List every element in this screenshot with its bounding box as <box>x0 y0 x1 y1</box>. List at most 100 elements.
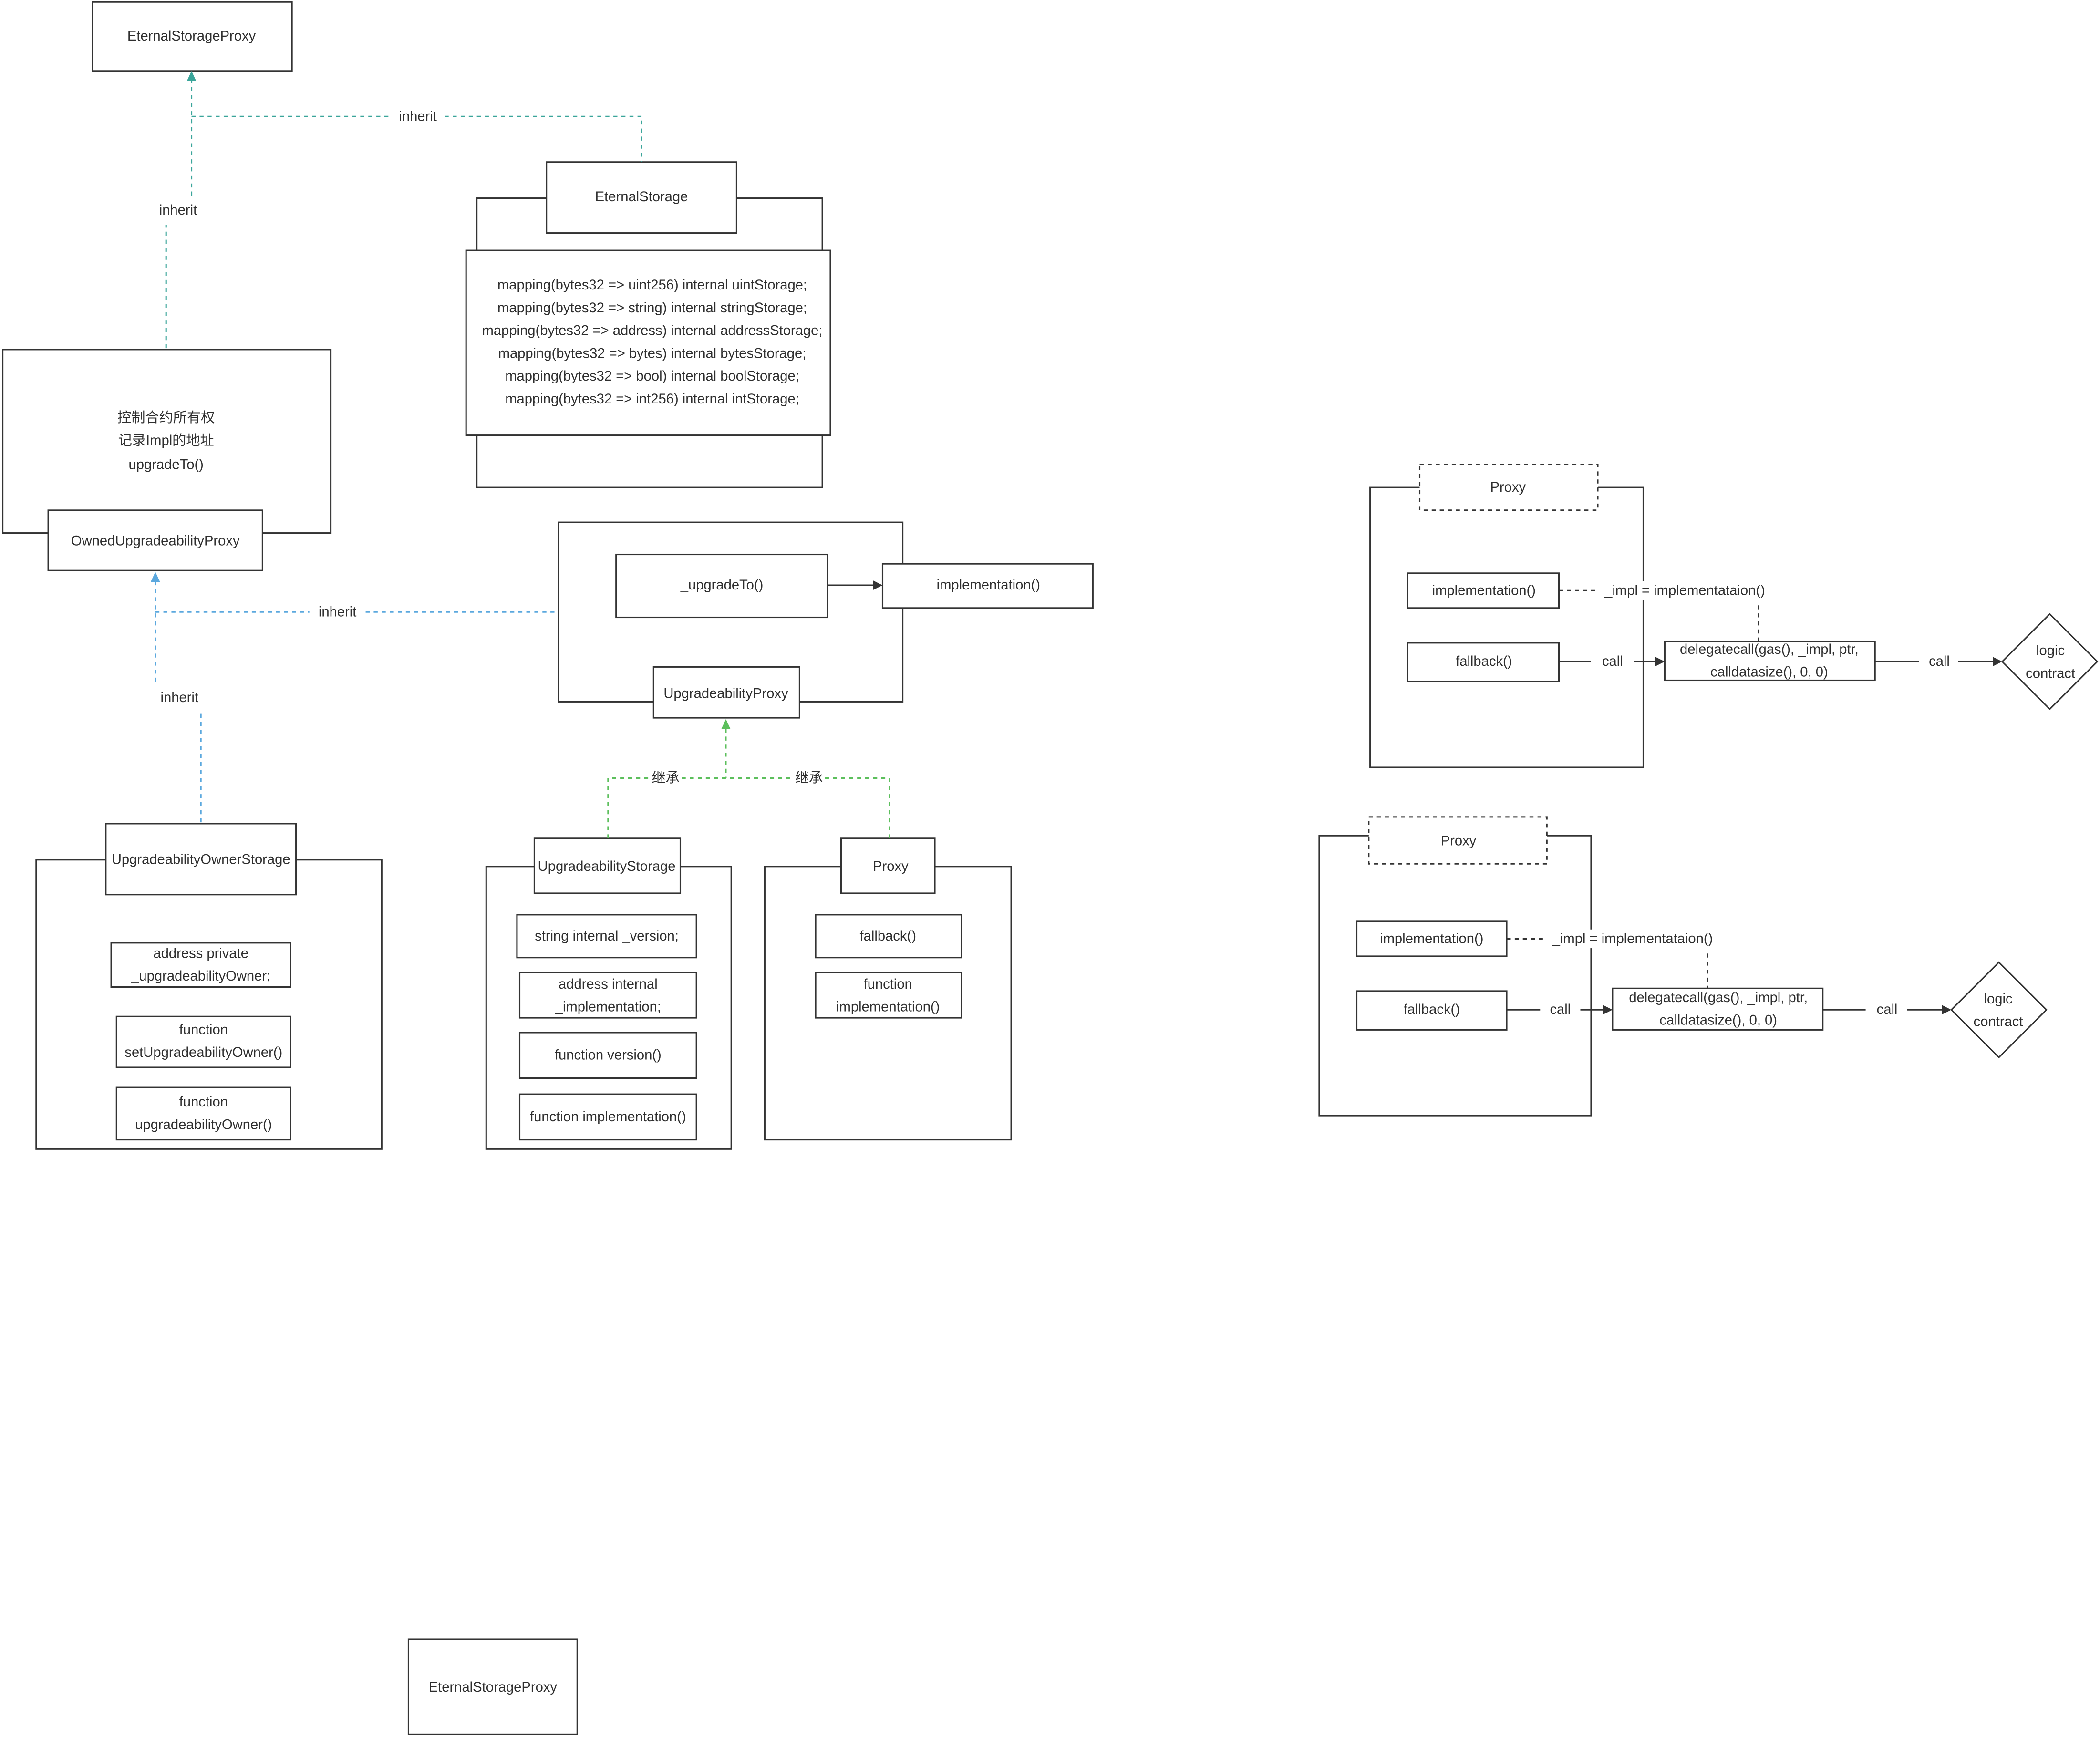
eternal-storage-mapping: mapping(bytes32 => string) internal stri… <box>497 300 807 316</box>
call-flow-implementation-label: implementation() <box>1380 931 1483 946</box>
call-arrowheads <box>873 580 2003 1015</box>
label-background <box>1547 929 1718 949</box>
upgradeability-storage-member-text: function version() <box>555 1048 662 1063</box>
owner-storage-member-box <box>115 1015 291 1068</box>
eternal-storage-mapping: mapping(bytes32 => int256) internal intS… <box>505 392 799 407</box>
owner-storage-member-text: setUpgradeabilityOwner() <box>124 1045 282 1060</box>
logic-contract-label: contract <box>2026 666 2075 681</box>
owner-storage-member-text: function <box>179 1022 228 1037</box>
inherit-label: inherit <box>159 203 197 218</box>
label-backgrounds <box>1547 581 1771 949</box>
owned-proxy-note: upgradeTo() <box>129 457 204 472</box>
jicheng-label: 继承 <box>795 770 823 786</box>
implementation-box <box>881 563 1094 609</box>
upgradeability-owner-storage-title-box <box>105 823 297 896</box>
logic-contract-label: contract <box>1974 1014 2023 1030</box>
eternal-storage-proxy-bottom-title: EternalStorageProxy <box>429 1680 558 1695</box>
call-flow-logic-contract-diamond <box>1950 961 2048 1059</box>
call-flow-impl-assignment-label: _impl = implementataion() <box>1552 931 1713 946</box>
eternal-storage-mapping: mapping(bytes32 => bool) internal boolSt… <box>505 369 799 384</box>
upgradeability-storage-member-box <box>518 972 697 1019</box>
proxy-title: Proxy <box>873 859 909 874</box>
call-label: call <box>1877 1002 1898 1017</box>
eternal-storage-proxy-top-title: EternalStorageProxy <box>127 29 256 44</box>
arrowhead <box>873 580 883 590</box>
owner-storage-member-text: function <box>179 1095 228 1110</box>
call-flow-proxy-title-box <box>1368 816 1548 865</box>
jicheng-connector <box>825 777 890 838</box>
inherit-label: inherit <box>161 690 199 705</box>
call-flow-fallback-label: fallback() <box>1404 1002 1460 1017</box>
call-flow-delegatecall-text: calldatasize(), 0, 0) <box>1710 665 1828 680</box>
jicheng-label: 继承 <box>652 770 679 786</box>
inherit-connector <box>445 115 642 162</box>
label-background <box>1599 581 1771 600</box>
call-flow-implementation-box <box>1407 572 1560 609</box>
call-label: call <box>1929 654 1950 669</box>
arrowhead <box>1942 1005 1952 1015</box>
call-flow-implementation-label: implementation() <box>1432 583 1536 598</box>
call-flow-fallback-box <box>1407 642 1560 682</box>
call-flow-fallback-label: fallback() <box>1456 654 1512 669</box>
inherit-label: inherit <box>319 604 357 620</box>
proxy-member-text: fallback() <box>860 929 916 944</box>
inherit-connectors-teal <box>165 80 642 349</box>
eternal-storage-proxy-bottom-box <box>407 1638 578 1735</box>
call-flow-proxy-title: Proxy <box>1490 480 1526 495</box>
upgrade-to-label: _upgradeTo() <box>680 578 764 593</box>
logic-contract-label: logic <box>1984 992 2013 1007</box>
upgradeability-storage-member-text: address internal <box>559 977 658 992</box>
owner-storage-member-text: address private <box>153 946 248 961</box>
upgrade-to-box <box>615 553 828 619</box>
call-flow-fallback-box <box>1355 990 1508 1031</box>
arrowhead <box>1603 1005 1613 1015</box>
proxy-member-text: implementation() <box>836 1000 940 1015</box>
eternal-storage-mapping: mapping(bytes32 => bytes) internal bytes… <box>498 346 807 361</box>
call-flow-proxy-container <box>1369 486 1645 768</box>
eternal-storage-title: EternalStorage <box>595 189 688 205</box>
inherit-label: inherit <box>399 109 437 124</box>
logic-contract-label: logic <box>2036 643 2065 659</box>
inherit-arrowhead <box>150 572 160 582</box>
eternal-storage-title-box <box>546 161 737 234</box>
upgradeability-storage-member-text: _implementation; <box>555 1000 661 1015</box>
inherit-arrowhead <box>186 71 197 81</box>
eternal-storage-proxy-top-box <box>92 1 293 72</box>
upgradeability-proxy-title-box <box>652 666 800 719</box>
upgradeability-storage-member-box <box>516 914 697 959</box>
upgradeability-storage-member-box <box>518 1093 697 1141</box>
implementation-label: implementation() <box>937 578 1040 593</box>
owner-storage-member-box <box>115 1086 291 1141</box>
arrowhead <box>1993 657 2003 666</box>
call-flow-delegatecall-text: delegatecall(gas(), _impl, ptr, <box>1680 642 1859 657</box>
owned-proxy-note: 控制合约所有权 <box>117 410 215 425</box>
jicheng-arrowhead <box>721 719 731 729</box>
call-label: call <box>1602 654 1623 669</box>
owned-upgradeability-proxy-title: OwnedUpgradeabilityProxy <box>71 533 240 548</box>
upgradeability-storage-member-text: string internal _version; <box>535 929 679 944</box>
proxy-member-box <box>815 914 962 959</box>
call-flow-logic-contract-diamond <box>2001 613 2099 711</box>
call-flow-delegatecall-text: delegatecall(gas(), _impl, ptr, <box>1629 990 1808 1005</box>
proxy-member-box <box>815 972 962 1019</box>
owned-upgradeability-proxy-title-box <box>47 509 263 571</box>
proxy-title-box <box>840 837 936 894</box>
owner-storage-member-text: upgradeabilityOwner() <box>135 1117 272 1133</box>
upgradeability-storage-title: UpgradeabilityStorage <box>538 859 676 874</box>
call-flow-proxy-title-box <box>1418 464 1599 511</box>
upgradeability-storage-title-box <box>533 837 682 894</box>
upgradeability-storage-member-box <box>518 1032 697 1079</box>
owner-storage-member-text: _upgradeabilityOwner; <box>131 969 270 984</box>
owned-proxy-note: 记录Impl的地址 <box>118 433 214 448</box>
arrowhead <box>1655 657 1665 666</box>
eternal-storage-mapping: mapping(bytes32 => address) internal add… <box>482 323 823 339</box>
upgradeability-owner-storage-title: UpgradeabilityOwnerStorage <box>112 852 290 868</box>
call-flow-delegatecall-text: calldatasize(), 0, 0) <box>1659 1013 1777 1028</box>
call-flow-impl-assignment-label: _impl = implementataion() <box>1604 583 1765 598</box>
call-flow-proxy-title: Proxy <box>1441 833 1477 848</box>
owner-storage-member-box <box>110 942 291 988</box>
eternal-storage-mapping: mapping(bytes32 => uint256) internal uin… <box>497 278 807 293</box>
eternal-storage-mappings-box <box>465 249 831 436</box>
call-connectors <box>828 584 1995 1011</box>
